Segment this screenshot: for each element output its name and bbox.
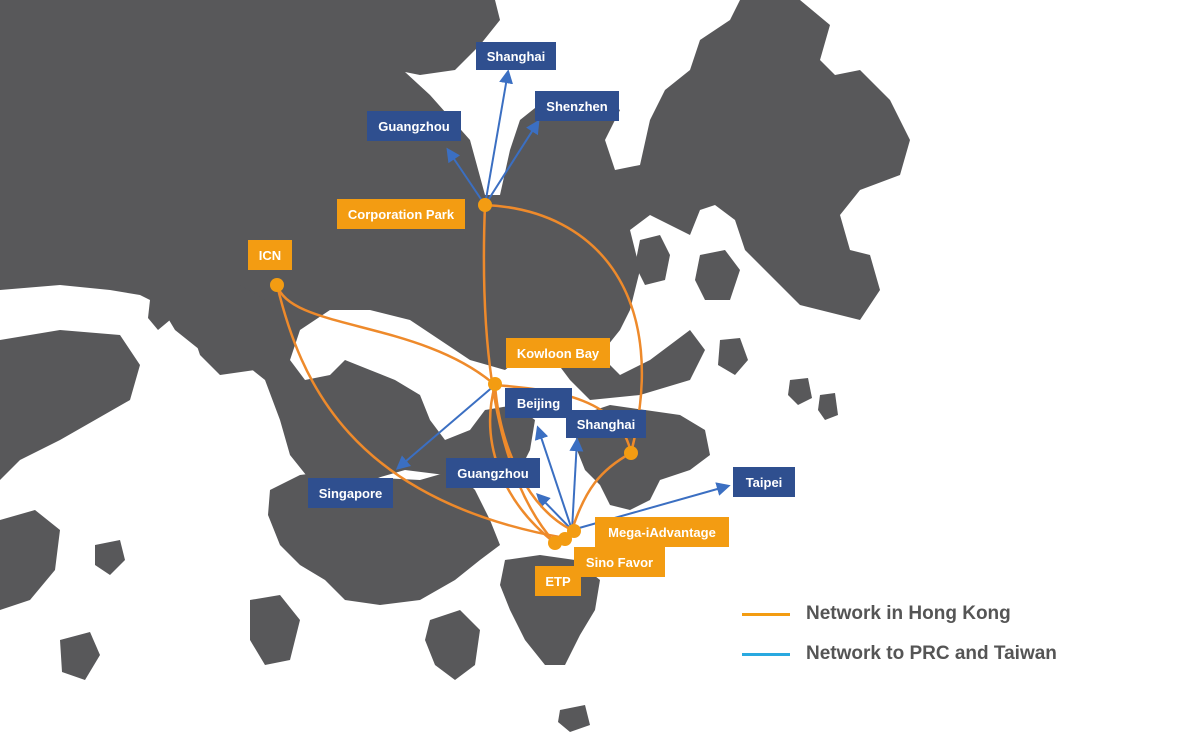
legend-swatch-prc <box>742 652 790 656</box>
node-east <box>624 446 638 460</box>
route-mega-guangzhou <box>536 492 573 531</box>
label-etp: ETP <box>535 566 581 596</box>
small-island-7 <box>558 705 590 732</box>
small-island-6 <box>95 540 125 575</box>
label-icn: ICN <box>248 240 292 270</box>
hk-nodes <box>270 198 638 550</box>
small-island-9 <box>60 632 100 680</box>
label-beijing: Beijing <box>505 388 572 418</box>
label-shanghai-north: Shanghai <box>476 42 556 70</box>
route-icn-kowloon <box>275 284 496 386</box>
prc-routes <box>395 69 731 531</box>
route-mega-shanghai <box>569 437 584 531</box>
label-guangzhou-south: Guangzhou <box>446 458 540 488</box>
label-singapore: Singapore <box>308 478 393 508</box>
legend-item-prc: Network to PRC and Taiwan <box>742 643 1057 665</box>
route-corppark-guangzhou <box>446 147 486 206</box>
node-etp <box>548 536 562 550</box>
legend-swatch-hk <box>742 612 790 616</box>
legend-label-prc: Network to PRC and Taiwan <box>806 643 1057 664</box>
label-shenzhen: Shenzhen <box>535 91 619 121</box>
route-corppark-east <box>484 203 644 454</box>
route-kowloon-singapore <box>395 384 496 470</box>
small-island-10 <box>148 298 170 330</box>
small-island-2 <box>695 250 740 300</box>
node-icn <box>270 278 284 292</box>
node-mega-iadvantage <box>567 524 581 538</box>
label-guangzhou-north: Guangzhou <box>367 111 461 141</box>
small-island-5 <box>818 393 838 420</box>
node-kowloon-bay <box>488 377 502 391</box>
south-west-coast <box>0 510 60 610</box>
route-east-mega <box>570 451 632 531</box>
small-island-8 <box>250 595 300 665</box>
lamma-island <box>425 610 480 680</box>
small-island-1 <box>635 235 670 285</box>
west-coast <box>0 330 140 480</box>
label-sino-favor: Sino Favor <box>574 547 665 577</box>
chek-lap-kok <box>190 285 270 375</box>
legend-item-hk: Network in Hong Kong <box>742 603 1011 625</box>
label-shanghai-south: Shanghai <box>566 410 646 438</box>
node-corporation-park <box>478 198 492 212</box>
route-corppark-shanghai <box>484 69 513 206</box>
legend-label-hk: Network in Hong Kong <box>806 603 1011 624</box>
route-mega-beijing <box>534 425 573 531</box>
route-corppark-shenzhen <box>484 119 540 206</box>
label-mega-iadvantage: Mega-iAdvantage <box>595 517 729 547</box>
route-icn-sinofavor <box>275 284 566 540</box>
mainland-landmass <box>0 0 910 495</box>
small-island-3 <box>718 338 748 375</box>
small-island-4 <box>788 378 812 405</box>
label-corporation-park: Corporation Park <box>337 199 465 229</box>
label-taipei: Taipei <box>733 467 795 497</box>
label-kowloon-bay: Kowloon Bay <box>506 338 610 368</box>
